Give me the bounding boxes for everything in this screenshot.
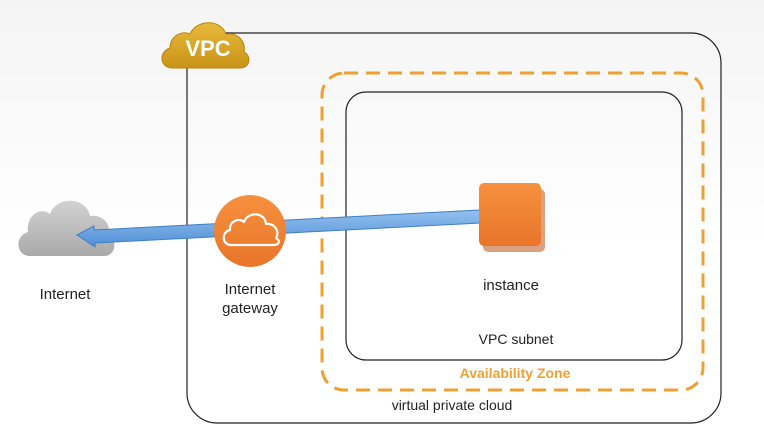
square-icon xyxy=(479,183,541,246)
availability-zone-label: Availability Zone xyxy=(459,365,571,381)
instance-icon xyxy=(479,183,545,252)
virtual-private-cloud-label: virtual private cloud xyxy=(391,397,513,413)
vpc-subnet-label: VPC subnet xyxy=(478,331,554,347)
internet-gateway-label-line1: Internet xyxy=(224,281,276,298)
instance-label: instance xyxy=(483,277,539,294)
internet-gateway-icon xyxy=(214,195,286,267)
vpc-badge-label: VPC xyxy=(185,36,231,61)
internet-label: Internet xyxy=(39,286,91,303)
connection-arrow xyxy=(76,205,498,248)
cloud-outline-icon xyxy=(222,213,280,247)
internet-gateway-label-line2: gateway xyxy=(222,300,278,317)
vpc-badge-icon xyxy=(161,22,250,69)
cloud-icon xyxy=(18,200,115,256)
availability-zone-boundary xyxy=(320,71,705,392)
